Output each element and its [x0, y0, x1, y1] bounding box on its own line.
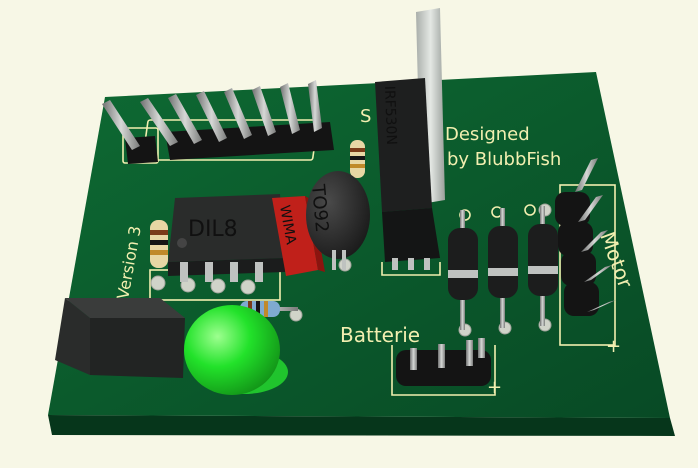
designed-label: Designed	[445, 124, 530, 145]
diode-1	[448, 210, 478, 330]
battery-plus-label: +	[487, 377, 502, 398]
mosfet-label: IRF530N	[381, 86, 399, 146]
resistor-left	[150, 220, 168, 268]
switch-box	[55, 298, 185, 378]
diode-3	[528, 206, 558, 326]
diodes	[448, 206, 558, 330]
battery-header	[396, 338, 491, 386]
motor-header	[555, 158, 616, 316]
author-label: by BlubbFish	[447, 149, 561, 170]
to92-label: TO92	[307, 183, 332, 234]
dil8-label: DIL8	[188, 217, 238, 242]
diode-2	[488, 208, 518, 328]
motor-plus-label: +	[606, 336, 621, 357]
to92-transistor: TO92	[306, 171, 370, 270]
pin-header-left	[102, 80, 334, 164]
led-green	[184, 305, 288, 395]
s-label: S	[360, 106, 371, 127]
mosfet-irf530n: IRF530N	[375, 8, 445, 270]
wima-label: WIMA	[276, 204, 299, 246]
dil8-chip: DIL8	[168, 194, 285, 282]
battery-label: Batterie	[340, 323, 420, 347]
resistor-top	[350, 140, 365, 178]
pcb-edge	[48, 415, 675, 436]
